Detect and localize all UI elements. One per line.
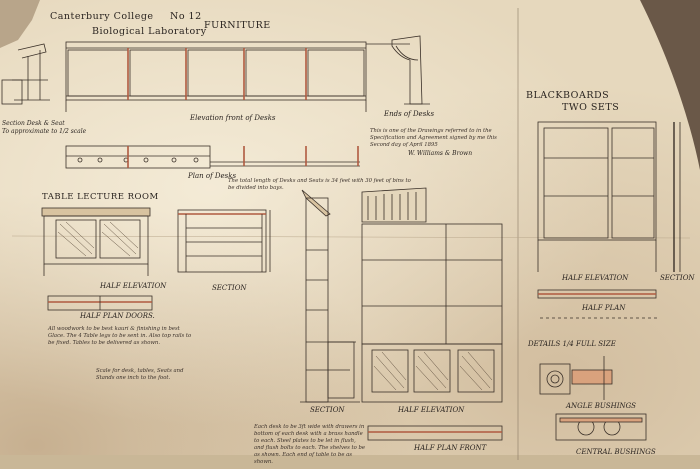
half-plan-front-label: HALF PLAN FRONT — [414, 444, 487, 452]
desk-plan-drawing — [65, 145, 360, 169]
table-lecture-room-heading: TABLE LECTURE ROOM — [42, 192, 159, 202]
case-elevation-drawing — [361, 187, 503, 403]
blackboards-heading: BLACKBOARDS — [526, 90, 610, 101]
blackboard-elevation-drawing — [537, 121, 681, 272]
desk-ends-drawing — [391, 35, 430, 105]
details-full-size-label: DETAILS 1/4 FULL SIZE — [528, 340, 616, 348]
materials-note: All woodwork to be best kauri & finishin… — [48, 326, 192, 346]
department-name: Biological Laboratory — [92, 26, 207, 37]
blackboard-half-plan-label: HALF PLAN — [582, 304, 626, 312]
section-desk-note: To approximate to 1/2 scale — [2, 128, 87, 135]
college-name: Canterbury College — [50, 11, 154, 22]
table-section-drawing — [177, 209, 271, 273]
central-bushings-label: CENTRAL BUSHINGS — [576, 448, 656, 456]
desk-elevation-label: Elevation front of Desks — [190, 114, 276, 122]
table-plan-drawing — [47, 295, 153, 311]
signature: W. Williams & Brown — [408, 150, 473, 157]
drawing-subject: FURNITURE — [204, 20, 271, 31]
half-plan-doors-label: HALF PLAN DOORS. — [80, 312, 155, 320]
scale-note: Scale for desk, tables, Seats and Stands… — [96, 368, 184, 381]
drawer-note: Each desk to be 3ft wide with drawers in… — [254, 424, 366, 465]
blackboard-section-label: SECTION — [660, 274, 695, 282]
table-section-label: SECTION — [212, 284, 247, 292]
section-desk-drawing — [1, 43, 50, 105]
desk-length-note: The total length of Desks and Seats is 3… — [228, 178, 411, 191]
drawing-number: No 12 — [170, 11, 202, 22]
torn-corner — [640, 0, 700, 170]
blackboard-plan-drawing — [537, 289, 660, 319]
two-sets-heading: TWO SETS — [562, 102, 620, 113]
desk-elevation-drawing — [65, 41, 410, 112]
case-half-elevation-label: HALF ELEVATION — [398, 406, 465, 414]
stained-corner — [0, 0, 40, 48]
table-half-elevation-label: HALF ELEVATION — [100, 282, 167, 290]
case-plan-drawing — [367, 425, 503, 441]
stained-bottom-edge — [0, 455, 700, 469]
angle-bushings-label: ANGLE BUSHINGS — [566, 402, 636, 410]
table-elevation-drawing — [41, 207, 151, 276]
section-desk-label: Section Desk & Seat — [2, 120, 65, 127]
specification-note: This is one of the Drawings referred to … — [370, 128, 497, 148]
bushings-drawing — [539, 356, 647, 441]
blackboard-half-elevation-label: HALF ELEVATION — [562, 274, 629, 282]
case-section-drawing — [300, 189, 360, 403]
desk-plan-label: Plan of Desks — [188, 172, 237, 180]
desk-ends-label: Ends of Desks — [384, 110, 435, 118]
case-section-label: SECTION — [310, 406, 345, 414]
